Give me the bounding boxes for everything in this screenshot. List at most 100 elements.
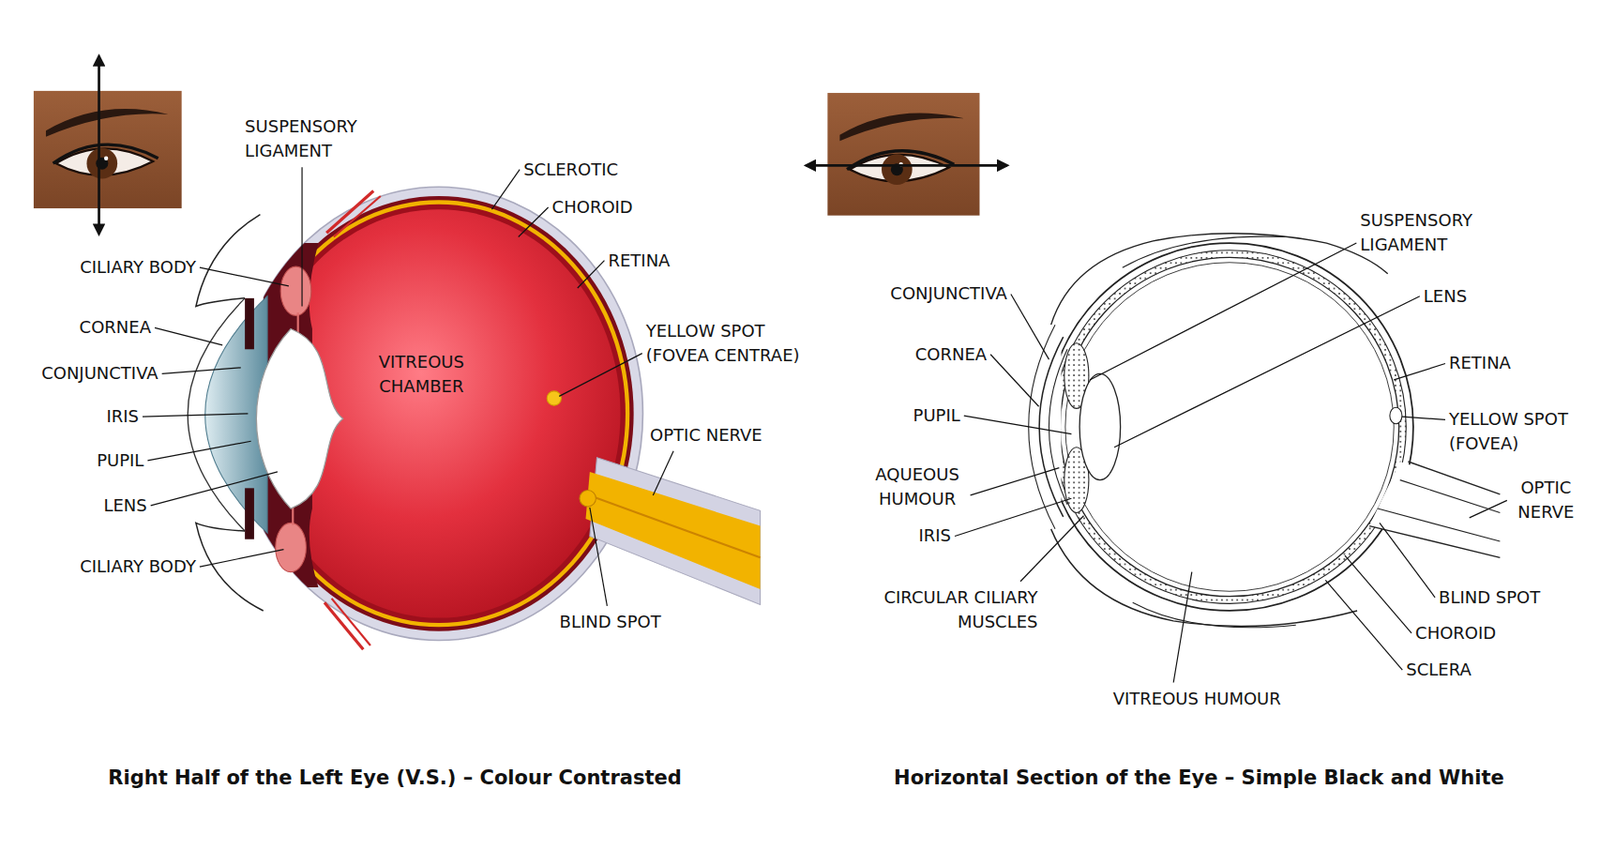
leader-line (150, 471, 278, 506)
leader-line (518, 207, 549, 238)
ciliary-body (275, 522, 307, 572)
yellow-spot (1389, 407, 1403, 423)
iris-photo (881, 153, 913, 185)
optic-nerve (1400, 480, 1501, 514)
lower-eyelid (1051, 528, 1358, 627)
optic-nerve (586, 471, 761, 589)
iris (244, 298, 255, 349)
upper-eyelid (1051, 233, 1389, 325)
leader-line (199, 549, 285, 568)
cornea (1039, 336, 1064, 517)
leader-line (970, 467, 1060, 496)
part-label: CORNEA (79, 315, 151, 340)
retina-layer (263, 199, 631, 627)
leader-line (301, 166, 302, 306)
choroid-layer (1061, 250, 1407, 604)
leader-line (1089, 242, 1357, 380)
part-label: IRIS (918, 523, 951, 548)
vitreous-humour (1065, 262, 1394, 592)
retina-inner (263, 204, 626, 623)
optic-nerve-core (591, 496, 761, 558)
blind-spot (579, 490, 596, 507)
leader-line (1114, 296, 1420, 448)
eyelash-line (53, 144, 159, 164)
choroid-layer (263, 196, 634, 632)
eyebrow (45, 108, 169, 137)
iris (244, 487, 255, 539)
leader-line (577, 260, 605, 288)
leader-line (1402, 416, 1446, 420)
part-label: YELLOW SPOT (FOVEA) (1449, 407, 1581, 456)
leader-line (154, 327, 223, 346)
section-arrow (97, 56, 101, 234)
part-label: SUSPENSORY LIGAMENT (244, 114, 372, 164)
leader-line (652, 451, 674, 496)
leader-line (199, 267, 289, 287)
leader-line (1469, 499, 1508, 518)
part-label: LENS (1423, 284, 1467, 309)
part-label: PUPIL (913, 403, 961, 428)
part-label: IRIS (105, 404, 139, 429)
sclera-layer (1061, 242, 1414, 611)
leader-line (954, 498, 1072, 536)
figure-caption: Horizontal Section of the Eye – Simple B… (893, 763, 1505, 792)
leader-line (162, 367, 242, 375)
part-label: YELLOW SPOT (FOVEA CENTRAE) (646, 318, 816, 368)
part-label: RETINA (607, 248, 670, 273)
leader-line (990, 354, 1039, 408)
part-label: VITREOUS HUMOUR (1113, 686, 1282, 711)
yellow-spot (546, 391, 561, 406)
leader-line (1173, 572, 1193, 683)
part-label: CONJUNCTIVA (890, 281, 1008, 306)
part-label: OPTIC NERVE (649, 422, 763, 448)
ciliary-body (280, 266, 312, 316)
optic-nerve (1369, 526, 1500, 559)
eye-muscle (332, 598, 371, 646)
part-label: LENS (103, 493, 147, 518)
part-label: CIRCULAR CILIARY MUSCLES (869, 585, 1039, 634)
eye-muscle (326, 191, 374, 234)
leader-line (1020, 515, 1084, 582)
leader-line (1393, 363, 1446, 380)
part-label: PUPIL (96, 448, 144, 473)
figure-caption: Right Half of the Left Eye (V.S.) – Colo… (107, 763, 681, 792)
leader-line (558, 353, 642, 397)
leader-line (491, 169, 520, 210)
optic-nerve (1407, 461, 1500, 495)
part-label: VITREOUS CHAMBER (372, 349, 471, 399)
part-label: CORNEA (915, 342, 987, 367)
eye-photo (33, 90, 182, 209)
lower-eyelid (1132, 602, 1297, 628)
optic-nerve (1377, 508, 1501, 542)
iris-photo (86, 148, 118, 180)
part-label: AQUEOUS HUMOUR (868, 462, 967, 512)
part-label: SCLERA (1405, 657, 1472, 682)
leader-line (142, 413, 248, 417)
eye-muscle (324, 602, 363, 650)
eye-photo (827, 92, 980, 216)
upper-eyelid (196, 214, 261, 307)
part-label: RETINA (1449, 350, 1511, 376)
leader-line (589, 507, 607, 606)
lens (1079, 373, 1121, 480)
leader-line (1379, 522, 1435, 597)
part-label: SCLEROTIC (523, 157, 619, 182)
section-arrow (806, 164, 1008, 167)
part-label: OPTIC NERVE (1510, 475, 1582, 525)
part-label: CHOROID (1415, 620, 1496, 646)
part-label: BLIND SPOT (559, 609, 662, 634)
part-label: CILIARY BODY (79, 554, 197, 579)
part-label: SUSPENSORY LIGAMENT (1359, 208, 1487, 257)
leader-line (964, 415, 1072, 435)
eyebrow (839, 112, 965, 141)
part-label: CONJUNCTIVA (41, 361, 159, 386)
eye-muscle (333, 196, 381, 238)
part-label: CHOROID (552, 195, 634, 220)
part-label: BLIND SPOT (1438, 585, 1540, 610)
leader-line (1344, 555, 1412, 634)
eye-highlight (104, 156, 108, 161)
part-label: CILIARY BODY (79, 255, 197, 280)
vitreous-chamber (263, 209, 621, 618)
lens (256, 329, 343, 510)
sclerotic-layer (263, 186, 644, 640)
